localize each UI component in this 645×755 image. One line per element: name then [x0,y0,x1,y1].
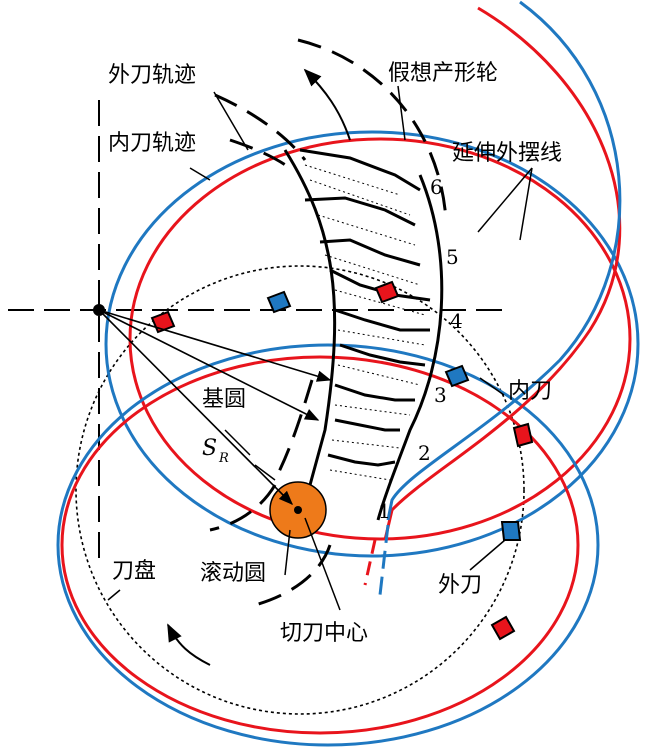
label-sr: S [202,436,217,461]
gear-dashed-arc-6 [273,379,314,481]
label-inner-blade: 内刀 [508,379,552,404]
inner-blade-marker-3 [512,422,534,448]
base-circle [75,265,525,715]
radius-arrow-to-rolling [98,309,294,506]
label-extended-epicycloid: 延伸外摆线 [452,141,562,166]
tooth-number-4: 4 [450,309,463,333]
label-rolling-circle: 滚动圆 [200,561,266,586]
epicycloid-red-tail [363,539,377,586]
gear-dashed-arc-3 [229,138,293,172]
blade-markers [150,280,534,641]
inner-blade-marker-2 [374,280,400,304]
epicycloid-blue [386,0,622,521]
inner-blade-marker-4 [490,615,516,641]
label-outer-blade-path: 外刀轨迹 [108,63,196,88]
cutter-center-dot [294,506,302,514]
lower-inner-circle [60,355,580,735]
gear-dashed-arc-4 [209,484,277,532]
tooth-number-5: 5 [446,245,459,269]
leader-lines [107,85,533,611]
inner-blade-path-circle [128,137,632,541]
tooth-number-6: 6 [430,175,443,199]
epicycloid-blue-tail [378,524,390,596]
gear-dashed-arc-2 [214,93,307,161]
tooth-slots [299,148,431,467]
cutter-rotation-arrow [167,623,211,666]
label-cutter-head: 刀盘 [112,559,156,584]
epicycloid-red [383,6,622,541]
lower-outer-circle [56,343,600,747]
label-outer-blade: 外刀 [438,573,482,598]
radius-arrow-to-band [98,309,320,421]
tooth-band-right [376,174,444,521]
tooth-number-3: 3 [434,383,447,407]
radius-arrow-to-circle [98,309,332,382]
label-generating-gear: 假想产形轮 [388,61,498,86]
outer-blade-marker-2 [444,364,470,388]
tooth-hatching [304,164,426,481]
outer-blade-marker-3 [500,521,522,541]
tooth-band-left [283,149,337,486]
label-sr-subscript: R [218,451,229,466]
gear-dashed-arc-5 [254,544,332,607]
label-base-circle: 基圆 [202,387,246,412]
tooth-number-2: 2 [418,441,431,465]
tooth-number-1: 1 [378,499,391,523]
outer-blade-path-circle [104,130,640,558]
label-cutter-center: 切刀中心 [280,621,368,646]
gear-rotation-arrow [303,68,351,141]
outer-blade-marker-1 [266,290,292,314]
label-inner-blade-path: 内刀轨迹 [108,131,196,156]
